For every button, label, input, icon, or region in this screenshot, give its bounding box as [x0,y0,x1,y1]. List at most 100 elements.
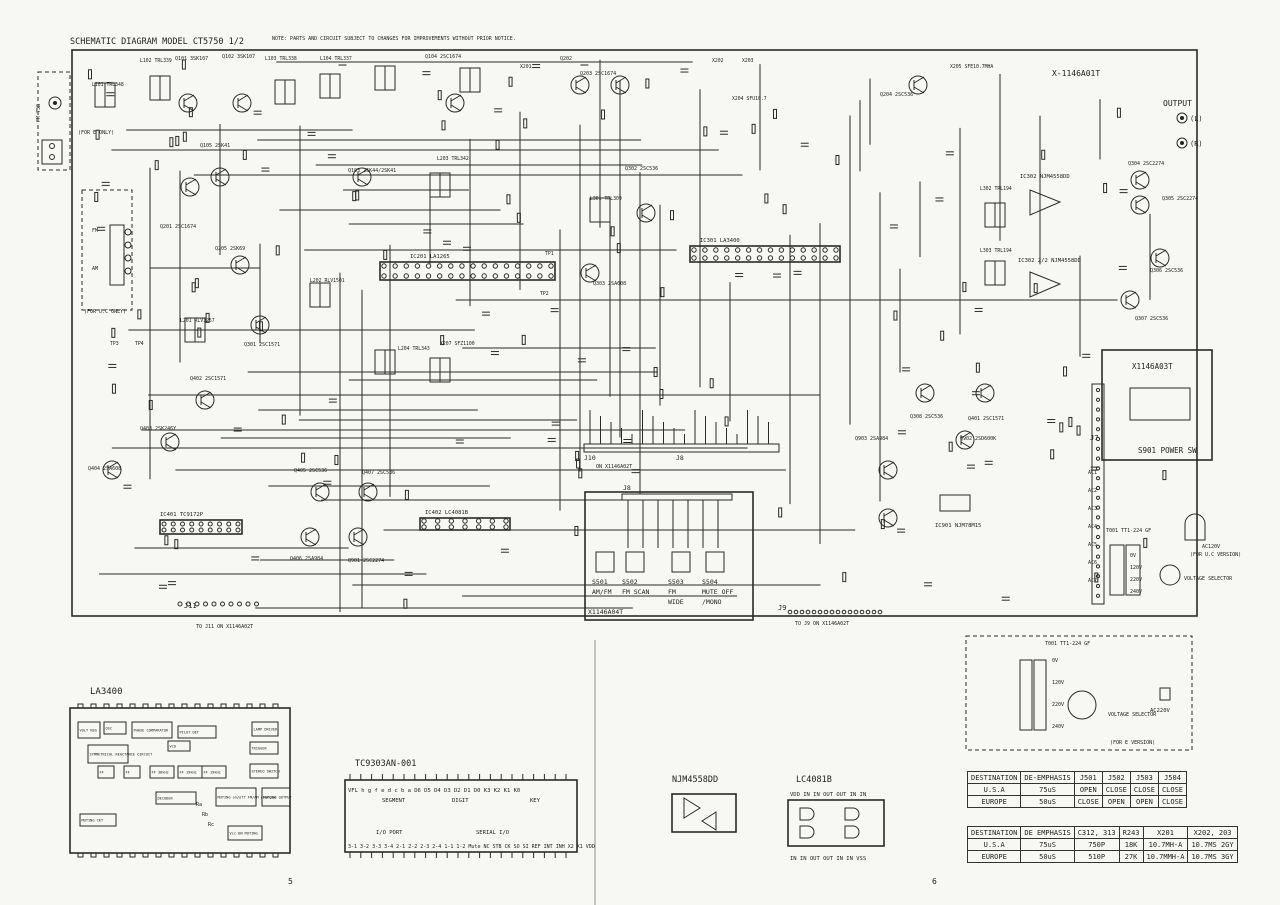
svg-text:LA3400: LA3400 [90,687,123,697]
la3400-block-label: OSC [106,727,113,731]
component-label: L103 TRL338 [265,56,297,62]
njm4558-pinout: NJM4558DD [671,775,737,833]
component-label: L101 TRL348 [92,82,124,88]
schematic-note: NOTE: PARTS AND CIRCUIT SUBJECT TO CHANG… [272,36,516,42]
la3400-block-label: SYMMETRICAL REACTANCE CIRCUIT [90,753,154,757]
transistor-label: Q303 2SA608 [593,281,626,287]
la3400-block [131,721,173,739]
component-label: L202 RLV1501 [310,278,345,284]
transistor-label: Q903 2SA984 [855,436,888,442]
la3400-block-label: FF 38kHz [152,771,169,775]
svg-text:S901 POWER SW: S901 POWER SW [1138,446,1197,455]
table-header-cell: DE-EMPHASIS [1020,771,1075,784]
component-label: L303 TRL194 [980,248,1012,254]
svg-text:IC201 LA1265: IC201 LA1265 [410,254,450,260]
switch-id: S504 [702,578,718,586]
connector-j7: J7 [1090,434,1098,442]
la3400-block-label: LAMP DRIVER [254,728,279,732]
svg-text:VOLTAGE SELECTOR: VOLTAGE SELECTOR [1184,576,1233,582]
component-label: TP3 [110,341,119,347]
transistor-label: Q403 2SK246Y [140,426,176,432]
la3400-block-label: MUTING on/off FM/AM changed [218,796,276,800]
component-label: TP2 [540,291,549,297]
transistor-label: Q401 2SC1571 [968,416,1004,422]
power-transformer: (FOR U.C VERSION) AC120V VOLTAGE SELECTO… [1109,513,1241,596]
table-header-cell: DE EMPHASIS [1020,826,1075,839]
la3400-block-label: PHASE COMPARATOR [134,729,169,733]
table-cell: 27K [1118,850,1144,863]
la3400-block-label: Vcc ON MUTING [230,832,258,836]
table-cell: 75uS [1020,783,1075,796]
component-symbols [87,59,1170,609]
transformer-tap: 240V [1052,724,1064,730]
am-fm-antenna-terminal: FM AM (FOR U.C ONLY) [81,189,133,315]
transistor-label: Q902 2SD600K [960,436,996,442]
table-cell: CLOSE [1101,783,1131,796]
ac-line-label: AC5 [1088,542,1097,548]
svg-text:FM 75Ω: FM 75Ω [36,104,42,122]
table-header-cell: X202, 203 [1187,826,1238,839]
table-cell: OPEN [1101,795,1131,808]
table-cell: OPEN [1073,783,1103,796]
la3400-block [123,765,141,779]
la3400-block [215,787,257,807]
la3400-block [149,765,175,779]
la3400-block-label: FF [100,771,104,775]
ic401-tc9172p: IC401 TC9172P [159,512,243,535]
svg-text:IC401 TC9172P: IC401 TC9172P [160,512,204,518]
table-header-cell: C312, 313 [1073,826,1120,839]
main-board-label: X-1146A01T [1052,69,1100,78]
connector-j9: J9 [778,604,786,612]
svg-text:AC120V: AC120V [1202,544,1220,550]
component-label: L204 TRL343 [398,346,430,352]
la3400-block [87,744,129,764]
table-cell: 750P [1073,838,1120,851]
la3400-block-label: FF 19kHz [204,771,221,775]
page-number-right: 6 [932,877,937,886]
la3400-block-label: MUTING OUTPUT [264,796,293,800]
la3400-block-diagram: LA3400 [69,687,291,854]
table-cell: EUROPE [966,795,1022,808]
component-label: L201 RLV1257 [180,318,215,324]
component-label: X205 SFE10.7MHA [950,64,993,70]
switch-id: S503 [668,578,684,586]
table-cell: 10.7MS 2GY [1187,838,1238,851]
schematic-title: SCHEMATIC DIAGRAM MODEL CT5750 1/2 [70,37,244,47]
table-header-cell: R243 [1118,826,1144,839]
transistor-label: Q308 2SC536 [910,414,943,420]
la3400-block [167,740,191,752]
ac-line-label: AC2 [1088,488,1097,494]
svg-text:(FOR U.C ONLY): (FOR U.C ONLY) [84,309,126,315]
svg-text:TC9303AN-001: TC9303AN-001 [355,759,416,769]
table-header-cell: J504 [1157,771,1188,784]
transformer-tap: 120V [1130,565,1142,571]
component-label: X201 [520,64,532,70]
switch-label: FM [668,588,676,596]
switch-label: MUTE OFF [702,588,733,596]
transistor-label: Q305 2SC2274 [1162,196,1198,202]
svg-text:T001 TT1-224 GF: T001 TT1-224 GF [1045,641,1090,647]
transformer-label: T001 TT1-224 GF [1106,528,1151,534]
ac-line-label: AC7 [1088,578,1097,584]
transistor-label: Q103 2SK44/2SK41 [348,168,396,174]
connector-j9-note: TO J9 ON X1146A02T [795,621,849,627]
connector-j11: J11 [184,602,197,610]
table-header-cell: X201 [1142,826,1189,839]
transistor-label: Q201 2SC1674 [160,224,196,230]
transistor-label: Q205 2SK69 [215,246,245,252]
svg-text:(FOR U.C VERSION): (FOR U.C VERSION) [1190,552,1241,558]
svg-text:ON X1146A02T: ON X1146A02T [596,464,632,470]
transistor-label: Q202 [560,56,572,62]
la3400-block [227,825,263,841]
transistor-label: Q406 2SA984 [290,556,323,562]
ac-line-label: AC1 [1088,470,1097,476]
la3400-block [77,721,101,739]
svg-text:3-1 3-2 3-3 3-4 2-1 2-2 2-3 2-: 3-1 3-2 3-3 3-4 2-1 2-2 2-3 2-4 1-1 1-2 … [348,844,595,850]
main-board-frame [71,49,1198,617]
connector-j10-j8: J10 ON X1146A02T J8 [583,443,780,470]
switch-label: WIDE [668,598,684,606]
switch-label: FM SCAN [622,588,649,596]
